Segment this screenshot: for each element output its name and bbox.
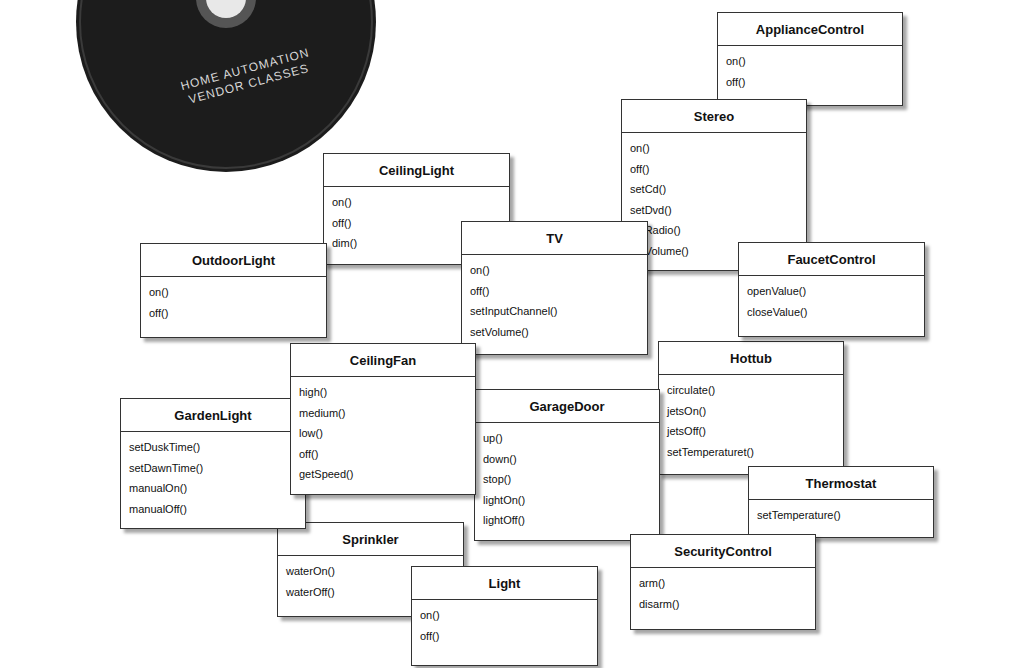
method-name: setTemperaturet() (659, 442, 843, 463)
method-name: off() (718, 72, 902, 93)
class-box: TV on()off()setInputChannel()setVolume() (461, 221, 648, 355)
disc-hole (206, 0, 246, 18)
class-name: Light (412, 567, 597, 600)
class-name: SecurityControl (631, 535, 815, 568)
class-name: ApplianceControl (718, 13, 902, 46)
method-name: setInputChannel() (462, 301, 647, 322)
method-name: off() (291, 444, 475, 465)
method-name: jetsOff() (659, 421, 843, 442)
method-name: lightOn() (475, 490, 659, 511)
method-name: low() (291, 423, 475, 444)
class-name: GarageDoor (475, 390, 659, 423)
class-box: CeilingFan high()medium()low()off()getSpe… (290, 343, 476, 495)
method-name: on() (462, 260, 647, 281)
method-name: up() (475, 428, 659, 449)
method-name: on() (718, 51, 902, 72)
method-name: manualOn() (121, 478, 305, 499)
class-name: CeilingFan (291, 344, 475, 377)
class-box: FaucetControl openValue()closeValue() (738, 242, 925, 337)
method-name: setDuskTime() (121, 437, 305, 458)
method-name: off() (141, 303, 326, 324)
method-name: on() (622, 138, 806, 159)
class-box: SecurityControl arm()disarm() (630, 534, 816, 630)
class-box: Hottub circulate()jetsOn()jetsOff()setTem… (658, 341, 844, 475)
disc-rim (80, 0, 372, 168)
class-name: TV (462, 222, 647, 255)
method-name: setDvd() (622, 200, 806, 221)
method-name: arm() (631, 573, 815, 594)
method-name: manualOff() (121, 499, 305, 520)
disc-body (76, 0, 376, 172)
class-name: GardenLight (121, 399, 305, 432)
class-box: GardenLightsetDuskTime()setDawnTime()man… (120, 398, 306, 529)
method-name: high() (291, 382, 475, 403)
class-box: GarageDoor up()down()stop()lightOn()light… (474, 389, 660, 541)
class-name: OutdoorLight (141, 244, 326, 277)
class-name: FaucetControl (739, 243, 924, 276)
method-name: on() (324, 192, 509, 213)
class-name: Stereo (622, 100, 806, 133)
method-name: on() (412, 605, 597, 626)
method-name: jetsOn() (659, 401, 843, 422)
class-box: Light on()off() (411, 566, 598, 666)
method-name: circulate() (659, 380, 843, 401)
method-name: setCd() (622, 179, 806, 200)
disc-hub (196, 0, 256, 28)
method-name: getSpeed() (291, 464, 475, 485)
method-name: setVolume() (462, 322, 647, 343)
method-name: setDawnTime() (121, 458, 305, 479)
method-name: disarm() (631, 594, 815, 615)
class-box: Thermostat setTemperature() (748, 466, 934, 538)
method-name: off() (412, 626, 597, 647)
method-name: stop() (475, 469, 659, 490)
method-name: closeValue() (739, 302, 924, 323)
method-name: on() (141, 282, 326, 303)
class-name: Hottub (659, 342, 843, 375)
method-name: setTemperature() (749, 505, 933, 526)
method-name: off() (622, 159, 806, 180)
class-box: OutdoorLight on()off() (140, 243, 327, 338)
class-name: CeilingLight (324, 154, 509, 187)
class-name: Thermostat (749, 467, 933, 500)
method-name: off() (462, 281, 647, 302)
method-name: setRadio() (622, 220, 806, 241)
method-name: down() (475, 449, 659, 470)
class-box: ApplianceControl on()off() (717, 12, 903, 106)
method-name: medium() (291, 403, 475, 424)
method-name: lightOff() (475, 510, 659, 531)
method-name: openValue() (739, 281, 924, 302)
